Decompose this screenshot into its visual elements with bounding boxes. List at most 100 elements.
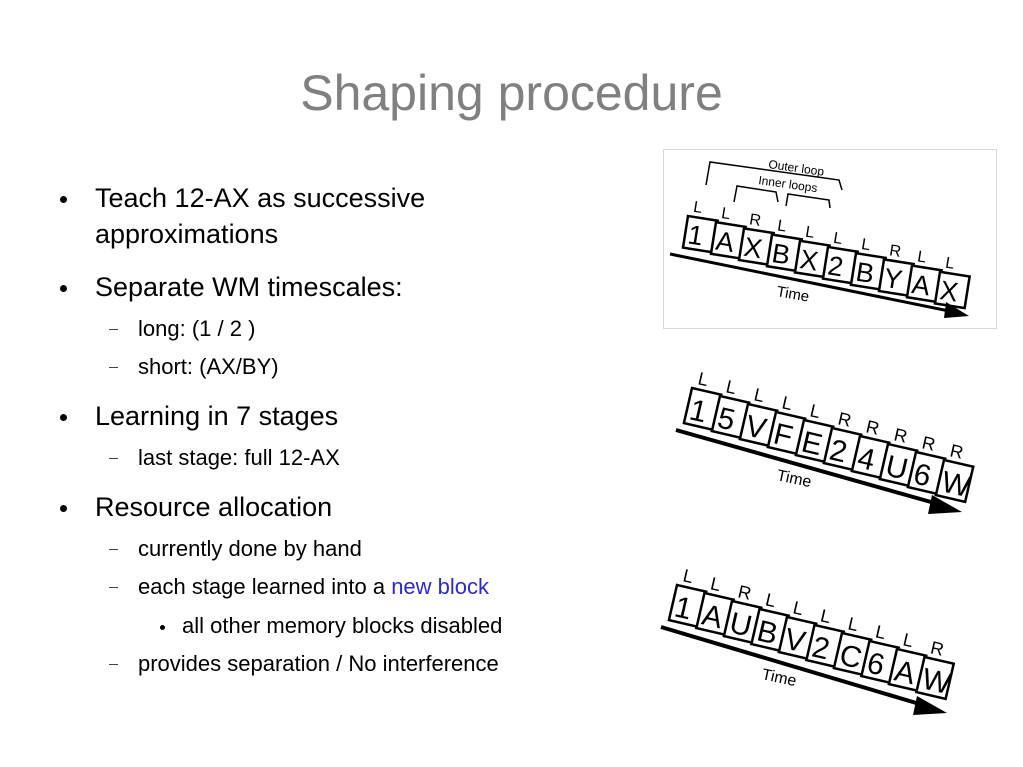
time-axis-line [675,428,939,506]
bullet-dot-icon [160,625,165,630]
bullet-text: Teach 12-AX as successive [95,183,426,213]
sub-bullet-text: short: (AX/BY) [138,354,279,379]
sequence-card: FL [766,392,807,456]
response-mark: L [720,205,732,223]
response-mark: L [681,565,695,587]
response-mark: L [696,368,710,390]
sub-bullet-item: each stage learned into a new block [58,573,618,601]
bullet-item: Separate WM timescales: [58,269,618,305]
dash-icon [109,664,118,665]
sequence-card: XL [933,255,972,310]
sub-bullet-item: long: (1 / 2 ) [58,315,618,343]
card-symbol: 1 [686,394,710,430]
sub-bullet-item: short: (AX/BY) [58,353,618,381]
bullet-dot-icon [60,196,67,203]
sequence-card: EL [794,400,835,464]
response-mark: L [724,376,738,398]
card-symbol: W [919,663,955,702]
response-mark: L [776,217,788,235]
response-mark: L [780,392,794,414]
response-mark: L [819,605,833,627]
arrow-head-icon [913,696,947,715]
response-mark: R [748,211,762,230]
sequence-card: AL [887,629,928,693]
sub-sub-bullet-item: all other memory blocks disabled [58,612,618,640]
response-mark: L [692,199,704,217]
bullet-dot-icon [60,285,67,292]
sequence-card: 4R [850,416,891,480]
bullet-item: Learning in 7 stages [58,398,618,434]
response-mark: L [860,236,872,254]
sequence-card: CL [832,613,873,677]
dash-icon [109,458,118,459]
arrow-head-icon [928,495,962,514]
response-mark: R [929,637,946,659]
sequence-card: WR [914,637,956,702]
sequence-card: YR [877,242,916,298]
card-symbol: X [742,232,764,264]
dash-icon [109,329,118,330]
bullet-text: Separate WM timescales: [95,272,403,302]
card-symbol: B [770,238,792,270]
sub-bullet-text: provides separation / No interference [138,651,499,676]
sequence-diagram: Outer loop Inner loops 1LALXRBLXL2LBLYRA… [669,157,972,318]
sequence-card: WR [934,440,975,505]
sequence-card: UR [878,424,919,488]
dash-icon [109,367,118,368]
response-mark: L [916,248,928,266]
response-mark: R [864,416,881,438]
card-symbol: B [854,257,876,289]
card-box [934,458,975,504]
arrow-head-icon [944,302,969,318]
time-label: Time [775,283,810,305]
sub-bullet-item: provides separation / No interference [58,650,618,678]
card-symbol: W [938,466,974,505]
time-label: Time [760,666,798,690]
response-mark: L [846,613,860,635]
response-mark: L [791,597,805,619]
card-symbol: A [910,269,932,301]
response-mark: L [832,230,844,248]
response-mark: R [736,581,753,603]
time-label: Time [775,467,813,491]
bullet-list: Teach 12-AX as successive approximations… [58,180,618,678]
card-symbol: A [714,226,736,258]
response-mark: L [764,589,778,611]
card-symbol: 1 [671,591,695,627]
response-mark: L [944,255,956,273]
card-symbol: X [798,244,820,276]
response-mark: R [836,408,853,430]
card-symbol: 6 [910,458,934,494]
card-symbol: X [938,275,960,307]
slide-title: Shaping procedure [300,65,723,121]
bullet-item: Teach 12-AX as successive approximations [58,180,618,252]
sequence-card: 1L [681,199,720,254]
sequence-card: 1L [667,565,708,629]
sequence-card: 1L [682,368,723,432]
response-mark: R [888,242,902,261]
sub-sub-bullet-text: all other memory blocks disabled [182,613,503,638]
outer-loop-bracket [705,161,843,191]
sequence-card: AL [905,248,944,304]
highlight-text: new block [391,574,490,599]
card-symbol: 2 [826,250,846,282]
bullet-text-continued: approximations [95,219,279,249]
sequence-card: VL [738,384,779,448]
dash-icon [109,587,118,588]
sequence-card: AL [694,573,736,637]
sequence-card: BL [749,589,791,653]
sequence-card: UR [722,581,763,645]
sub-bullet-item: currently done by hand [58,535,618,563]
sub-bullet-text: long: (1 / 2 ) [138,316,256,341]
dash-icon [109,549,118,550]
bullet-text: Learning in 7 stages [95,401,339,431]
response-mark: L [709,573,723,595]
sequence-card: 5L [710,376,751,440]
sub-bullet-text: currently done by hand [138,536,362,561]
response-mark: R [920,432,937,454]
response-mark: L [752,384,766,406]
